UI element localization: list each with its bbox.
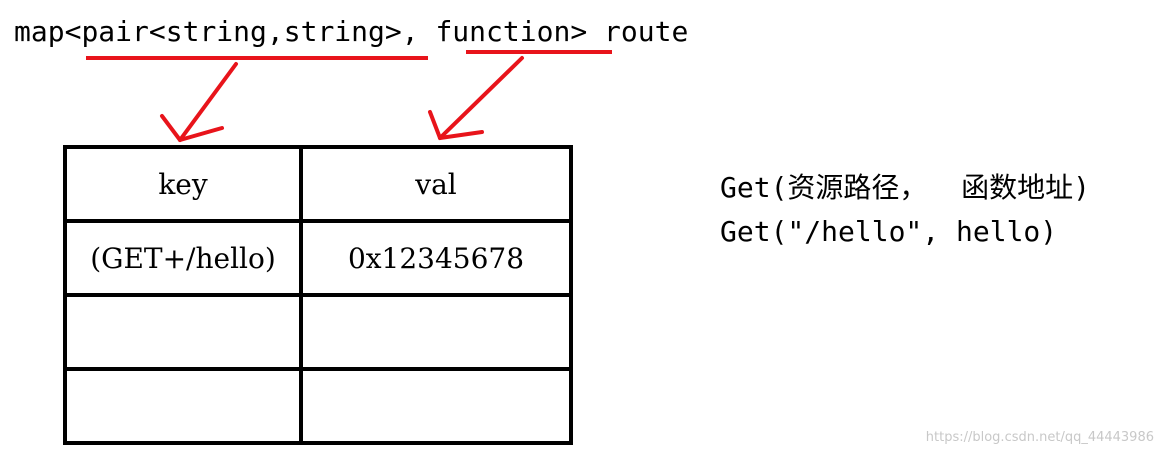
val-arrow xyxy=(428,56,524,140)
cell-val xyxy=(299,367,573,445)
note-get-signature: Get(资源路径， 函数地址) xyxy=(720,171,1091,204)
decl-separator: , xyxy=(401,15,436,48)
cell-val xyxy=(299,293,573,371)
route-map-table: key val (GET+/hello) 0x12345678 xyxy=(63,145,573,445)
decl-variable: route xyxy=(587,15,689,48)
cell-key xyxy=(63,367,303,445)
table-header-row: key val xyxy=(63,145,573,223)
note-get-example: Get("/hello", hello) xyxy=(720,215,1058,248)
table-row xyxy=(63,293,573,371)
decl-prefix: map< xyxy=(14,15,82,48)
decl-close: > xyxy=(570,15,588,48)
table-row xyxy=(63,367,573,445)
table-row: (GET+/hello) 0x12345678 xyxy=(63,219,573,297)
cell-key: (GET+/hello) xyxy=(63,219,303,297)
key-arrow xyxy=(160,62,238,142)
watermark: https://blog.csdn.net/qq_44443986 xyxy=(925,430,1154,445)
route-declaration: map<pair<string,string>, function> route xyxy=(14,14,688,50)
decl-pair-type: pair<string,string> xyxy=(81,15,402,48)
header-key: key xyxy=(63,145,303,223)
decl-function-type: function xyxy=(435,15,571,48)
cell-key xyxy=(63,293,303,371)
header-val: val xyxy=(299,145,573,223)
cell-val: 0x12345678 xyxy=(299,219,573,297)
